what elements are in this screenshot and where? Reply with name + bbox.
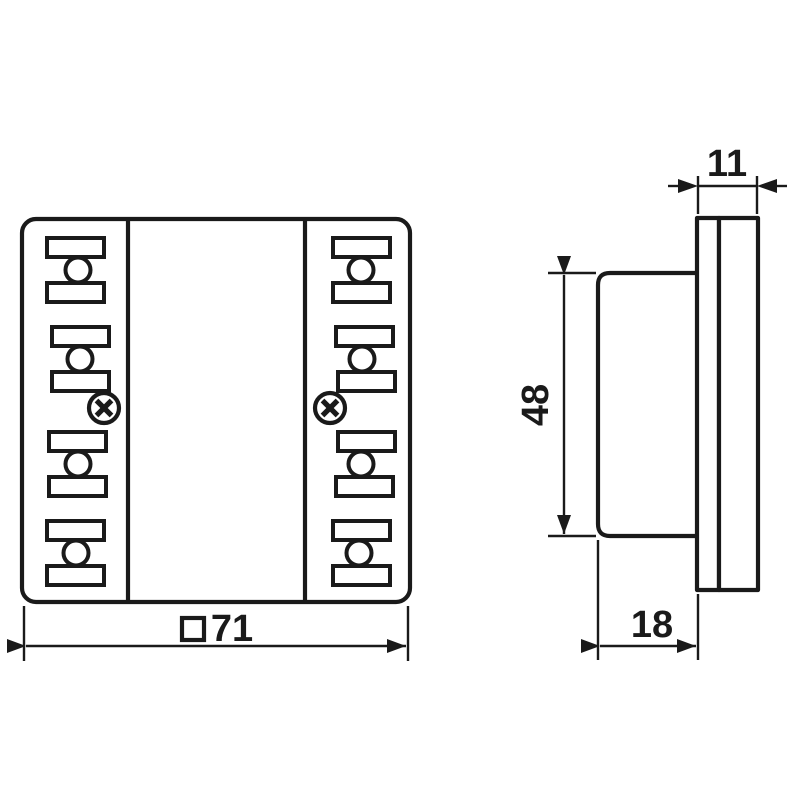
- terminal-group-right-3: [334, 430, 397, 498]
- terminal-slot: [331, 564, 392, 587]
- mounting-screw-right: [312, 390, 348, 426]
- terminal-slot: [331, 236, 392, 259]
- terminal-slot: [45, 564, 106, 587]
- terminal-slot: [47, 430, 108, 453]
- front-plate-outline: [19, 216, 413, 605]
- terminal-group-left-1: [45, 236, 106, 304]
- depth-total-dimension-value: 11: [707, 143, 747, 185]
- terminal-hole: [346, 449, 376, 479]
- height-dimension-value: 48: [515, 384, 557, 426]
- terminal-group-left-2: [50, 325, 111, 393]
- screw-cross-stroke: [320, 398, 340, 418]
- terminal-hole: [61, 538, 91, 568]
- mounting-screw-left: [86, 390, 122, 426]
- body-depth-dimension: 18: [581, 540, 700, 660]
- depth-total-dimension: 11: [668, 143, 787, 214]
- body-depth-dimension-value: 18: [631, 604, 673, 646]
- height-dimension: 48: [515, 256, 596, 538]
- faceplate-cover-plate: [716, 215, 761, 593]
- terminal-slot: [50, 370, 111, 393]
- side-view: [595, 215, 761, 593]
- terminal-slot: [336, 370, 397, 393]
- arrow-head-right: [757, 179, 777, 193]
- terminal-slot: [45, 236, 106, 259]
- terminal-group-right-2: [334, 325, 397, 393]
- terminal-column-right: [312, 236, 397, 587]
- terminal-hole: [65, 344, 95, 374]
- width-dimension: 71: [7, 606, 410, 661]
- terminal-group-right-4: [331, 519, 392, 587]
- terminal-slot: [331, 281, 392, 304]
- side-body-outline: [595, 270, 703, 539]
- square-section-symbol-icon: [179, 615, 207, 643]
- terminal-slot: [331, 519, 392, 542]
- terminal-slot: [50, 325, 111, 348]
- terminal-group-left-4: [45, 519, 106, 587]
- screw-cross-stroke: [94, 398, 114, 418]
- terminal-column-left: [45, 236, 122, 587]
- terminal-hole: [63, 449, 93, 479]
- terminal-group-right-1: [331, 236, 392, 304]
- terminal-group-left-3: [47, 430, 108, 498]
- faceplate-inner-strip: [694, 215, 722, 593]
- terminal-slot: [334, 325, 395, 348]
- terminal-hole: [347, 344, 377, 374]
- width-dimension-value: 71: [211, 608, 253, 650]
- terminal-slot: [336, 430, 397, 453]
- terminal-slot: [45, 281, 106, 304]
- front-view: [19, 216, 413, 605]
- terminal-slot: [334, 475, 395, 498]
- terminal-slot: [47, 475, 108, 498]
- arrow-head-left: [678, 179, 698, 193]
- terminal-hole: [346, 255, 376, 285]
- terminal-hole: [344, 538, 374, 568]
- terminal-slot: [45, 519, 106, 542]
- terminal-hole: [63, 255, 93, 285]
